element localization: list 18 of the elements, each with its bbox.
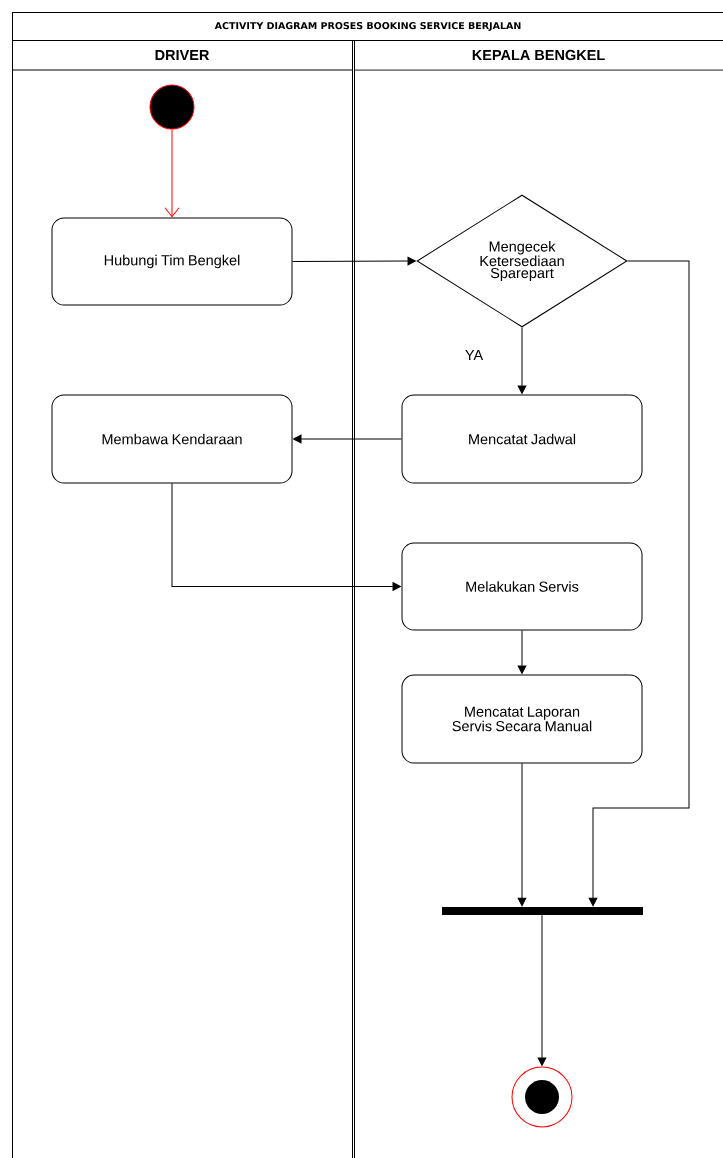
activity-box: Hubungi Tim Bengkel xyxy=(51,217,293,306)
arrow xyxy=(293,434,402,444)
activity-box: Mencatat Jadwal xyxy=(401,394,643,484)
arrow xyxy=(292,256,416,266)
activity-box: Melakukan Servis xyxy=(401,542,643,631)
arrow xyxy=(517,630,527,674)
title-bar: ACTIVITY DIAGRAM PROSES BOOKING SERVICE BERJALAN xyxy=(12,12,723,41)
activity-box: Mencatat Laporan Servis Secara Manual xyxy=(401,674,643,764)
arrow xyxy=(537,914,547,1066)
start-circle xyxy=(149,84,195,130)
arrow xyxy=(588,260,690,907)
arrow xyxy=(517,327,527,394)
end-circle xyxy=(511,1066,573,1128)
activity-box: Membawa Kendaraan xyxy=(51,394,293,484)
arrow xyxy=(517,763,527,907)
edge-label: YA xyxy=(463,349,485,361)
arrow xyxy=(171,483,401,591)
arrow xyxy=(164,129,180,218)
